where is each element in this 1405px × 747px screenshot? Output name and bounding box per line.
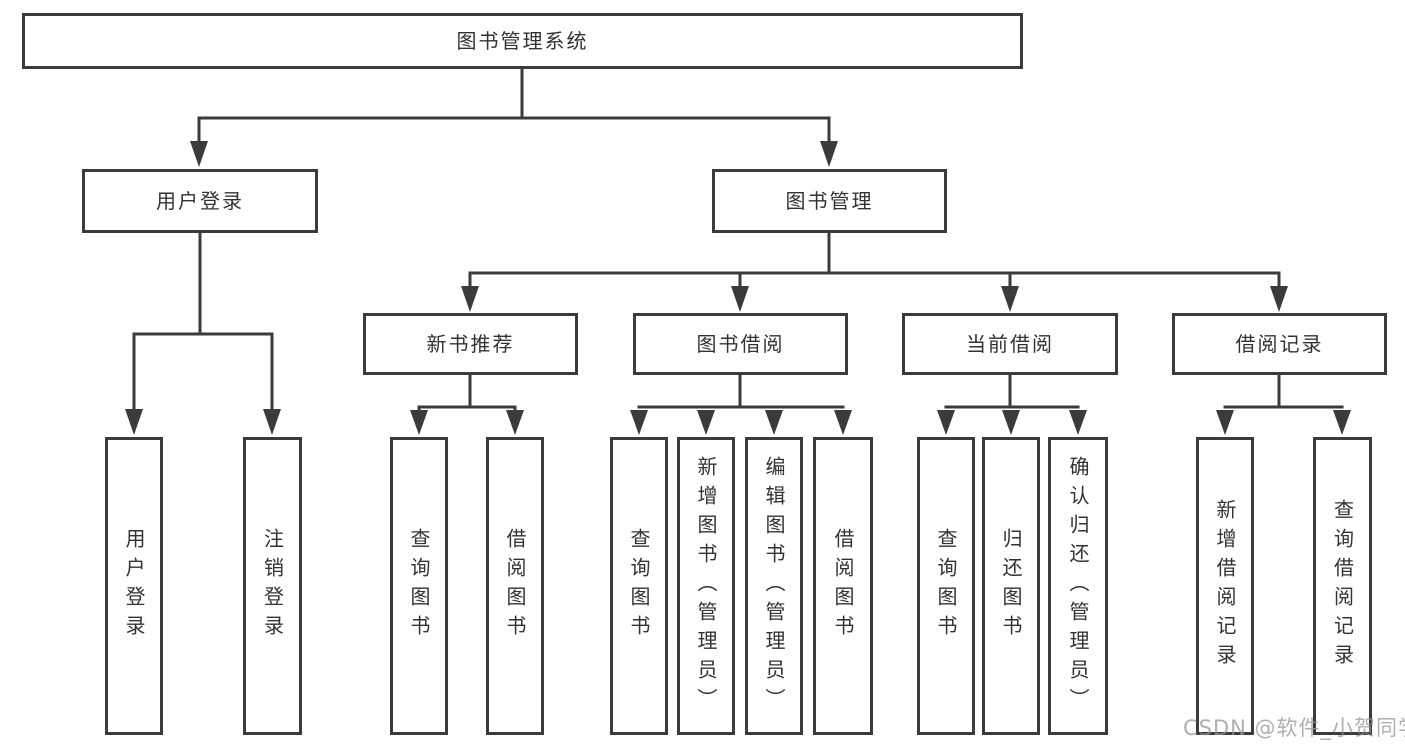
node-new-book-recommend: 新书推荐: [363, 313, 578, 375]
node-label: 新增图书（管理员）: [694, 455, 718, 717]
leaf-logout: 注销登录: [243, 437, 302, 735]
node-label: 归还图书: [999, 528, 1023, 644]
node-label: 确认归还（管理员）: [1066, 455, 1090, 717]
leaf-borrow-borrow-books: 借阅图书: [813, 437, 873, 735]
leaf-borrow-add-books-admin: 新增图书（管理员）: [677, 437, 735, 735]
node-current-borrowing: 当前借阅: [902, 313, 1118, 375]
node-library-management-system: 图书管理系统: [22, 13, 1023, 69]
node-label: 查询图书: [934, 528, 958, 644]
node-book-borrowing: 图书借阅: [633, 313, 848, 375]
node-label: 用户登录: [122, 528, 146, 644]
node-label: 编辑图书（管理员）: [762, 455, 786, 717]
leaf-borrow-query-books: 查询图书: [610, 437, 668, 735]
leaf-current-return-books: 归还图书: [982, 437, 1040, 735]
node-label: 图书管理系统: [456, 29, 589, 53]
node-label: 新增借阅记录: [1213, 499, 1237, 673]
node-label: 注销登录: [260, 528, 285, 644]
node-label: 用户登录: [156, 189, 244, 213]
node-book-management: 图书管理: [712, 169, 947, 233]
leaf-current-query-books: 查询图书: [917, 437, 975, 735]
node-label: 查询借阅记录: [1330, 499, 1355, 673]
node-label: 当前借阅: [966, 332, 1054, 356]
node-label: 借阅图书: [831, 528, 855, 644]
node-user-login: 用户登录: [82, 169, 318, 233]
leaf-recommend-query-books: 查询图书: [390, 437, 448, 735]
csdn-watermark: CSDN @软件_小贺同学: [1183, 716, 1405, 740]
leaf-records-query-record: 查询借阅记录: [1313, 437, 1372, 735]
node-label: 新书推荐: [426, 332, 515, 356]
leaf-current-confirm-return-admin: 确认归还（管理员）: [1048, 437, 1108, 735]
node-borrowing-records: 借阅记录: [1172, 313, 1387, 375]
leaf-records-add-record: 新增借阅记录: [1196, 437, 1254, 735]
node-label: 查询图书: [407, 528, 431, 644]
node-label: 借阅图书: [503, 528, 527, 644]
node-label: 借阅记录: [1235, 332, 1324, 356]
node-label: 图书管理: [785, 189, 874, 213]
leaf-user-login: 用户登录: [105, 437, 163, 735]
node-label: 查询图书: [627, 528, 651, 644]
node-label: 图书借阅: [696, 332, 785, 356]
leaf-recommend-borrow-books: 借阅图书: [486, 437, 544, 735]
leaf-borrow-edit-books-admin: 编辑图书（管理员）: [745, 437, 803, 735]
